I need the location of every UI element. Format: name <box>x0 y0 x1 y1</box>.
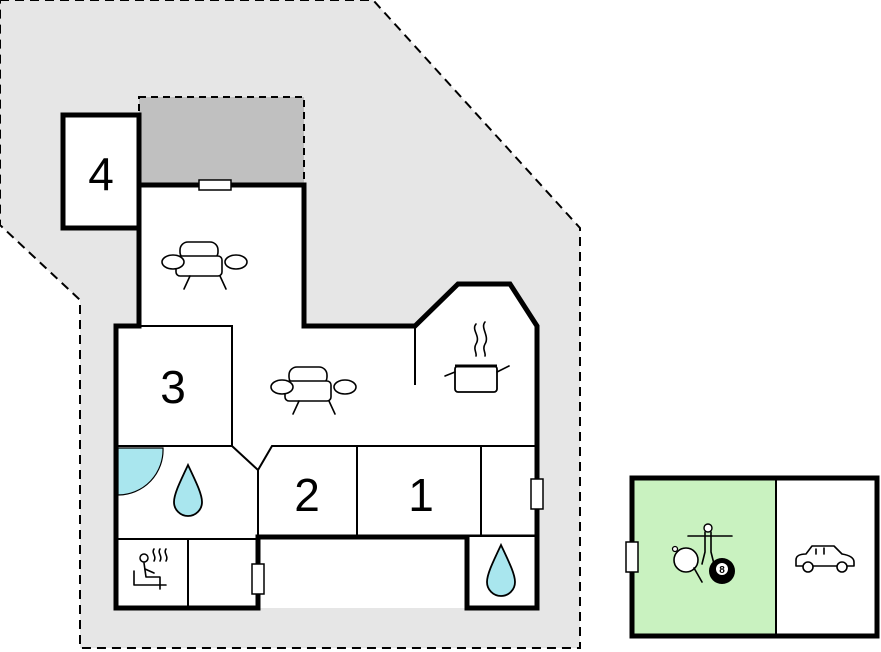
terrace <box>138 96 305 186</box>
terrace-door <box>198 179 232 191</box>
billiard-ball-icon: 8 <box>709 558 735 584</box>
sofa-icon <box>161 241 248 290</box>
room-1-label: 1 <box>408 469 434 521</box>
south-bath-wall <box>464 537 540 611</box>
room-4-wall <box>60 112 142 231</box>
room-2-label: 2 <box>294 469 320 521</box>
sauna-icon <box>133 548 168 590</box>
outbuilding-window <box>625 541 639 573</box>
billiard-ball-number: 8 <box>719 565 725 576</box>
room-3-label: 3 <box>160 361 186 413</box>
room-3-partition <box>116 325 233 446</box>
room-4 <box>63 115 155 228</box>
water-drop-icon <box>173 462 203 517</box>
car-icon <box>795 545 855 573</box>
east-window <box>530 478 544 510</box>
sofa-icon <box>270 366 357 415</box>
table-tennis-icon <box>671 545 703 583</box>
water-drop-icon <box>486 542 516 597</box>
room-4-label: 4 <box>88 148 114 200</box>
door-arc-icon <box>117 447 164 496</box>
foosball-icon <box>687 523 733 565</box>
cooking-pot-icon <box>444 321 510 393</box>
south-window <box>251 563 265 595</box>
